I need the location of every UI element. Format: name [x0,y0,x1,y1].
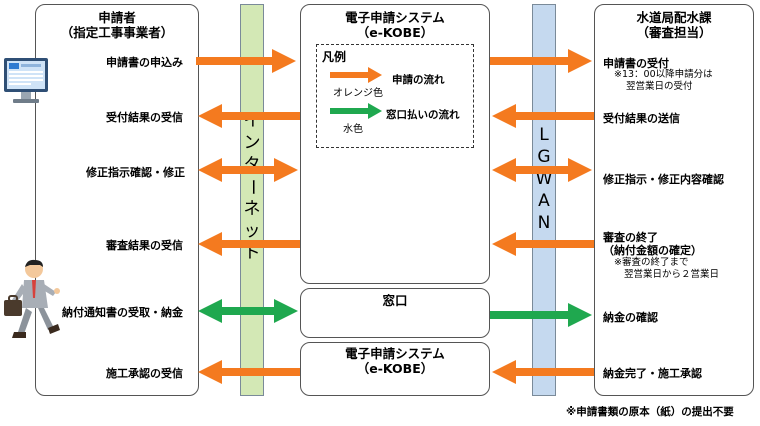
bureau-note-review-2: 翌営業日から２営業日 [624,269,720,280]
applicant-panel [35,4,199,396]
bureau-note-receipt-1: ※13：00以降申請分は [614,69,713,80]
running-businessman-icon [4,259,60,338]
applicant-item-receive-result: 受付結果の受信 [106,111,183,124]
legend-orange-label: 申請の流れ [392,74,445,86]
arrow-payment-applicant-counter [198,299,298,323]
arrow-payment-counter-to-bureau [490,303,592,327]
bureau-item-review-end: 審査の終了 [603,231,658,244]
arrow-approval-to-applicant [198,360,300,384]
arrow-approval-bureau-to-system [492,360,594,384]
counter-title: 窓口 [382,293,408,308]
legend-orange-arrow [330,67,382,83]
legend-box [316,44,474,148]
arrow-review-to-applicant [198,232,300,256]
lgwan-band [532,4,556,396]
applicant-item-correction: 修正指示確認・修正 [86,166,185,179]
bureau-note-receipt-2: 翌営業日の受付 [626,81,693,92]
legend-green-arrow [330,103,382,119]
legend-green-caption: 水色 [343,124,363,135]
bureau-item-payment-complete: 納金完了・施工承認 [603,367,702,380]
computer-monitor-icon [4,58,48,103]
arrow-result-to-applicant [198,104,300,128]
footer-note: ※申請書類の原本（紙）の提出不要 [566,406,734,418]
bureau-item-payment-confirm: 納金の確認 [603,311,658,324]
applicant-item-submit: 申請書の申込み [106,56,183,69]
bureau-item-correction: 修正指示・修正内容確認 [603,173,724,186]
water-bureau-title: 水道局配水課 （審査担当） [636,10,712,40]
legend-orange-caption: オレンジ色 [333,88,383,99]
bureau-item-amount-fixed: （納付金額の確定） [603,244,702,257]
internet-band [240,4,264,396]
applicant-item-payment: 納付通知書の受取・納金 [62,306,183,319]
arrow-system-to-bureau [490,49,592,73]
arrow-submit-to-system [196,49,296,73]
legend-title: 凡例 [322,50,347,64]
bureau-item-receipt: 申請書の受付 [603,57,669,70]
arrow-bureau-to-system-result [492,104,594,128]
esystem-top-title: 電子申請システム （e-KOBE） [345,10,445,40]
arrow-correction-applicant [198,158,298,182]
counter-panel [300,288,490,338]
esystem-bottom-title: 電子申請システム （e-KOBE） [345,346,445,376]
bureau-note-review-1: ※審査の終了まで [614,257,689,268]
applicant-title: 申請者 （指定工事事業者） [60,10,174,40]
applicant-item-approval: 施工承認の受信 [106,367,183,380]
water-bureau-panel [594,4,754,396]
legend-green-label: 窓口払いの流れ [386,109,460,121]
esystem-top-panel [300,4,490,284]
esystem-bottom-panel [300,342,490,396]
bureau-item-send-result: 受付結果の送信 [603,112,680,125]
arrow-review-bureau-to-system [492,232,594,256]
applicant-item-review-result: 審査結果の受信 [106,239,183,252]
arrow-correction-bureau [492,158,592,182]
